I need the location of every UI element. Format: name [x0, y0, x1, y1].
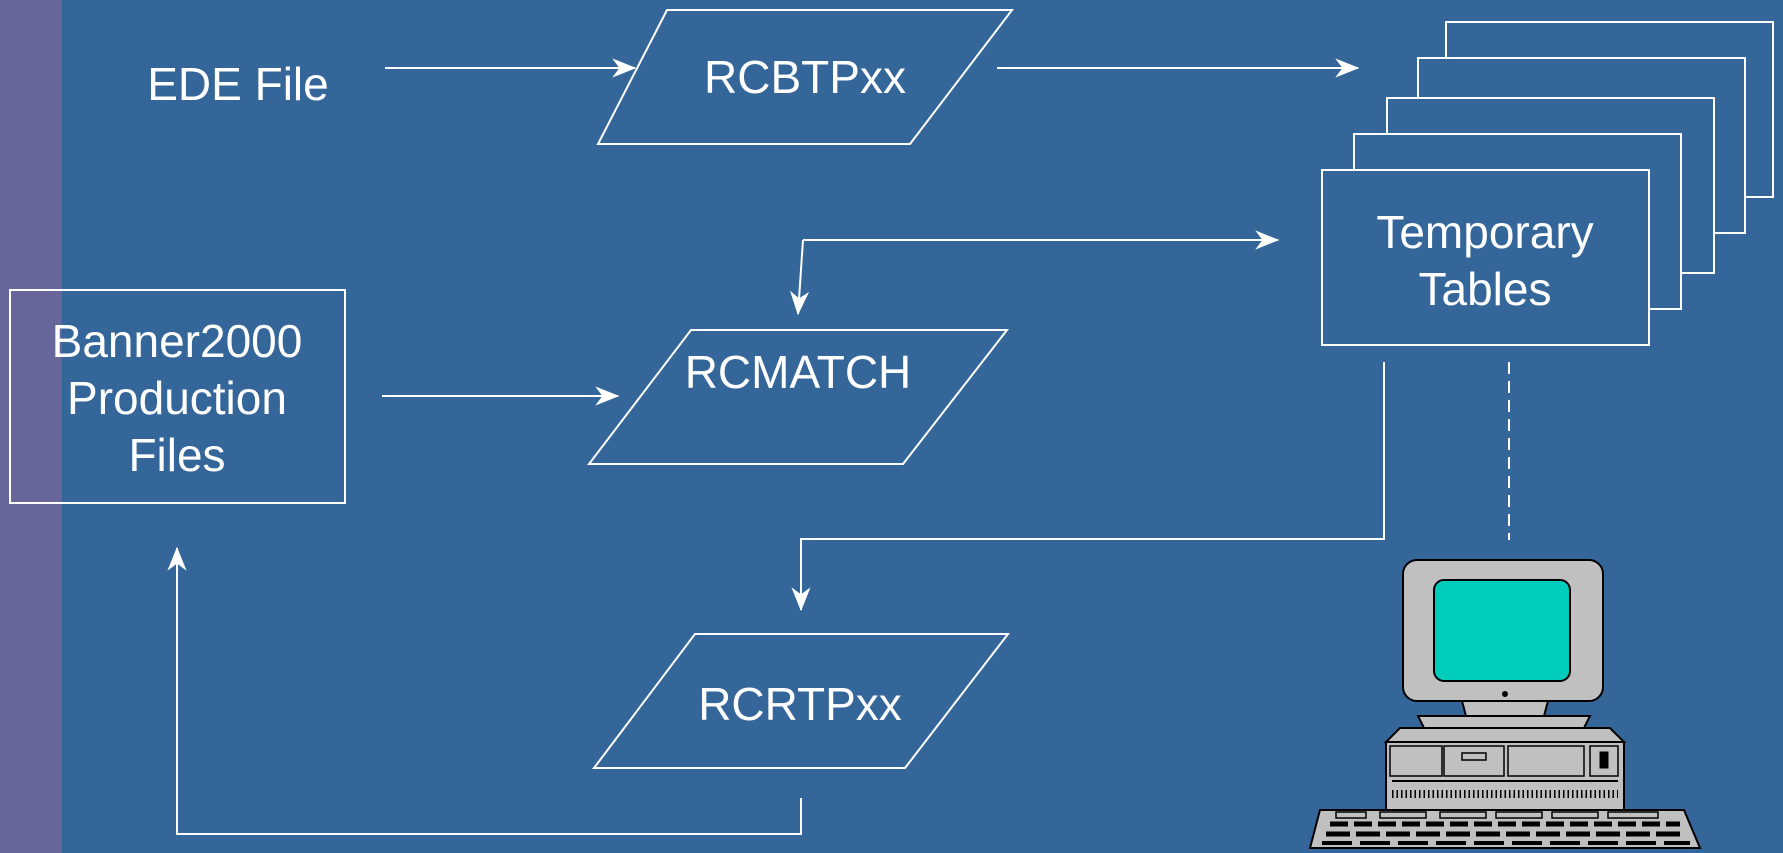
arrow-to-rcmatch	[789, 239, 810, 316]
banner-label-line3: Files	[128, 429, 225, 481]
temporary-tables-label-line1: Temporary	[1376, 206, 1593, 258]
rcmatch-process: RCMATCH	[586, 329, 1010, 465]
banner-label-line1: Banner2000	[52, 315, 303, 367]
ede-file-label: EDE File	[147, 58, 328, 110]
banner-production-files-box: Banner2000 Production Files	[9, 289, 346, 504]
banner-label-line2: Production	[67, 372, 287, 424]
desktop-computer-icon	[1308, 559, 1702, 849]
rcrtpxx-label: RCRTPxx	[698, 678, 902, 730]
rcrtpxx-process: RCRTPxx	[591, 633, 1011, 769]
temporary-tables-label-line2: Tables	[1419, 263, 1552, 315]
rcmatch-label: RCMATCH	[685, 346, 912, 398]
arrow-tables-to-rcrtpxx	[791, 362, 1385, 612]
arrow-rcrtpxx-to-banner	[167, 546, 802, 835]
temporary-tables-stack	[1321, 21, 1774, 346]
rcbtpxx-label: RCBTPxx	[704, 51, 906, 103]
rcbtpxx-process: RCBTPxx	[596, 9, 1015, 145]
